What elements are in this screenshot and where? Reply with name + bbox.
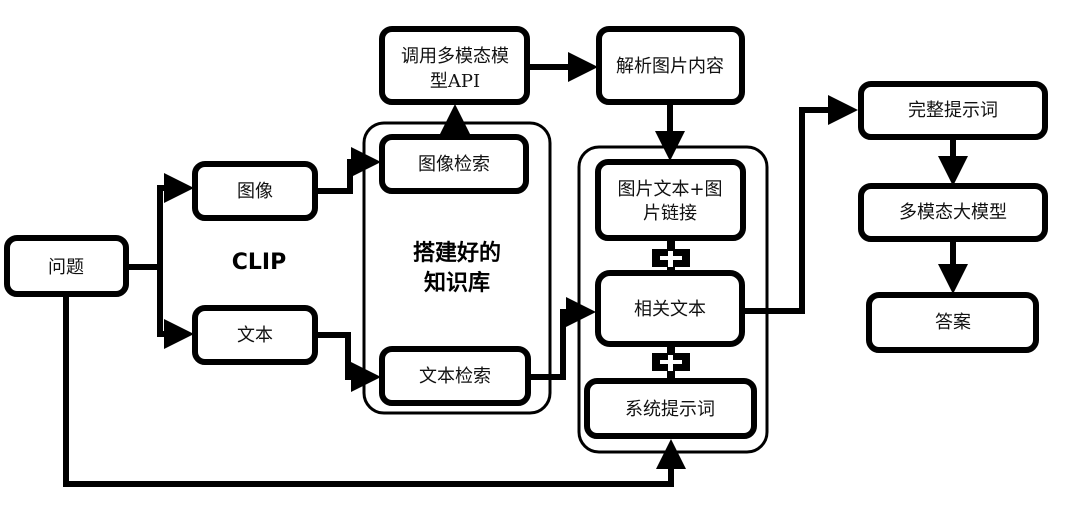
node-question-label: 问题	[48, 257, 84, 278]
node-answer: 答案	[866, 292, 1039, 353]
edge-question-to-image	[157, 173, 194, 267]
node-parse-image: 解析图片内容	[596, 26, 745, 105]
node-image-text: 图片文本+图 片链接	[595, 159, 746, 241]
edge-image-to-image-retrieval	[315, 147, 381, 194]
edge-text-retrieval-to-related	[528, 297, 596, 380]
node-related-text-label: 相关文本	[634, 299, 706, 320]
edge-related-to-full-prompt	[742, 95, 858, 314]
node-text-retrieval: 文本检索	[379, 346, 531, 406]
node-system-prompt: 系统提示词	[584, 378, 757, 439]
edge-question-to-text	[157, 267, 194, 349]
edge-question-to-system-prompt	[63, 296, 686, 487]
edges	[63, 52, 968, 487]
node-image-text-label-2: 片链接	[643, 203, 697, 224]
node-image-label: 图像	[237, 181, 273, 202]
knowledge-base-label-1: 搭建好的	[413, 240, 501, 266]
node-answer-label: 答案	[935, 312, 971, 333]
node-text: 文本	[192, 305, 318, 365]
node-image-retrieval: 图像检索	[379, 134, 529, 194]
clip-label: CLIP	[232, 250, 286, 275]
node-text-label: 文本	[237, 325, 273, 346]
node-mm-llm-label: 多模态大模型	[899, 202, 1007, 223]
node-full-prompt-label: 完整提示词	[908, 100, 998, 121]
edge-text-to-text-retrieval	[315, 332, 381, 392]
node-image: 图像	[192, 161, 318, 221]
node-call-api-label-2: 型API	[430, 71, 480, 92]
node-system-prompt-label: 系统提示词	[625, 399, 715, 420]
node-question: 问题	[4, 235, 129, 297]
node-call-api: 调用多模态模 型API	[379, 26, 530, 105]
node-mm-llm: 多模态大模型	[858, 183, 1048, 242]
node-full-prompt: 完整提示词	[858, 81, 1048, 140]
node-parse-image-label: 解析图片内容	[616, 56, 724, 77]
node-image-text-label-1: 图片文本+图	[617, 179, 722, 200]
node-text-retrieval-label: 文本检索	[419, 366, 491, 387]
node-related-text: 相关文本	[595, 270, 745, 347]
node-image-retrieval-label: 图像检索	[418, 154, 490, 175]
plus-connector-top	[652, 239, 690, 273]
knowledge-base-label-2: 知识库	[424, 270, 490, 296]
node-call-api-label-1: 调用多模态模	[401, 46, 509, 67]
plus-connector-bottom	[652, 344, 690, 380]
